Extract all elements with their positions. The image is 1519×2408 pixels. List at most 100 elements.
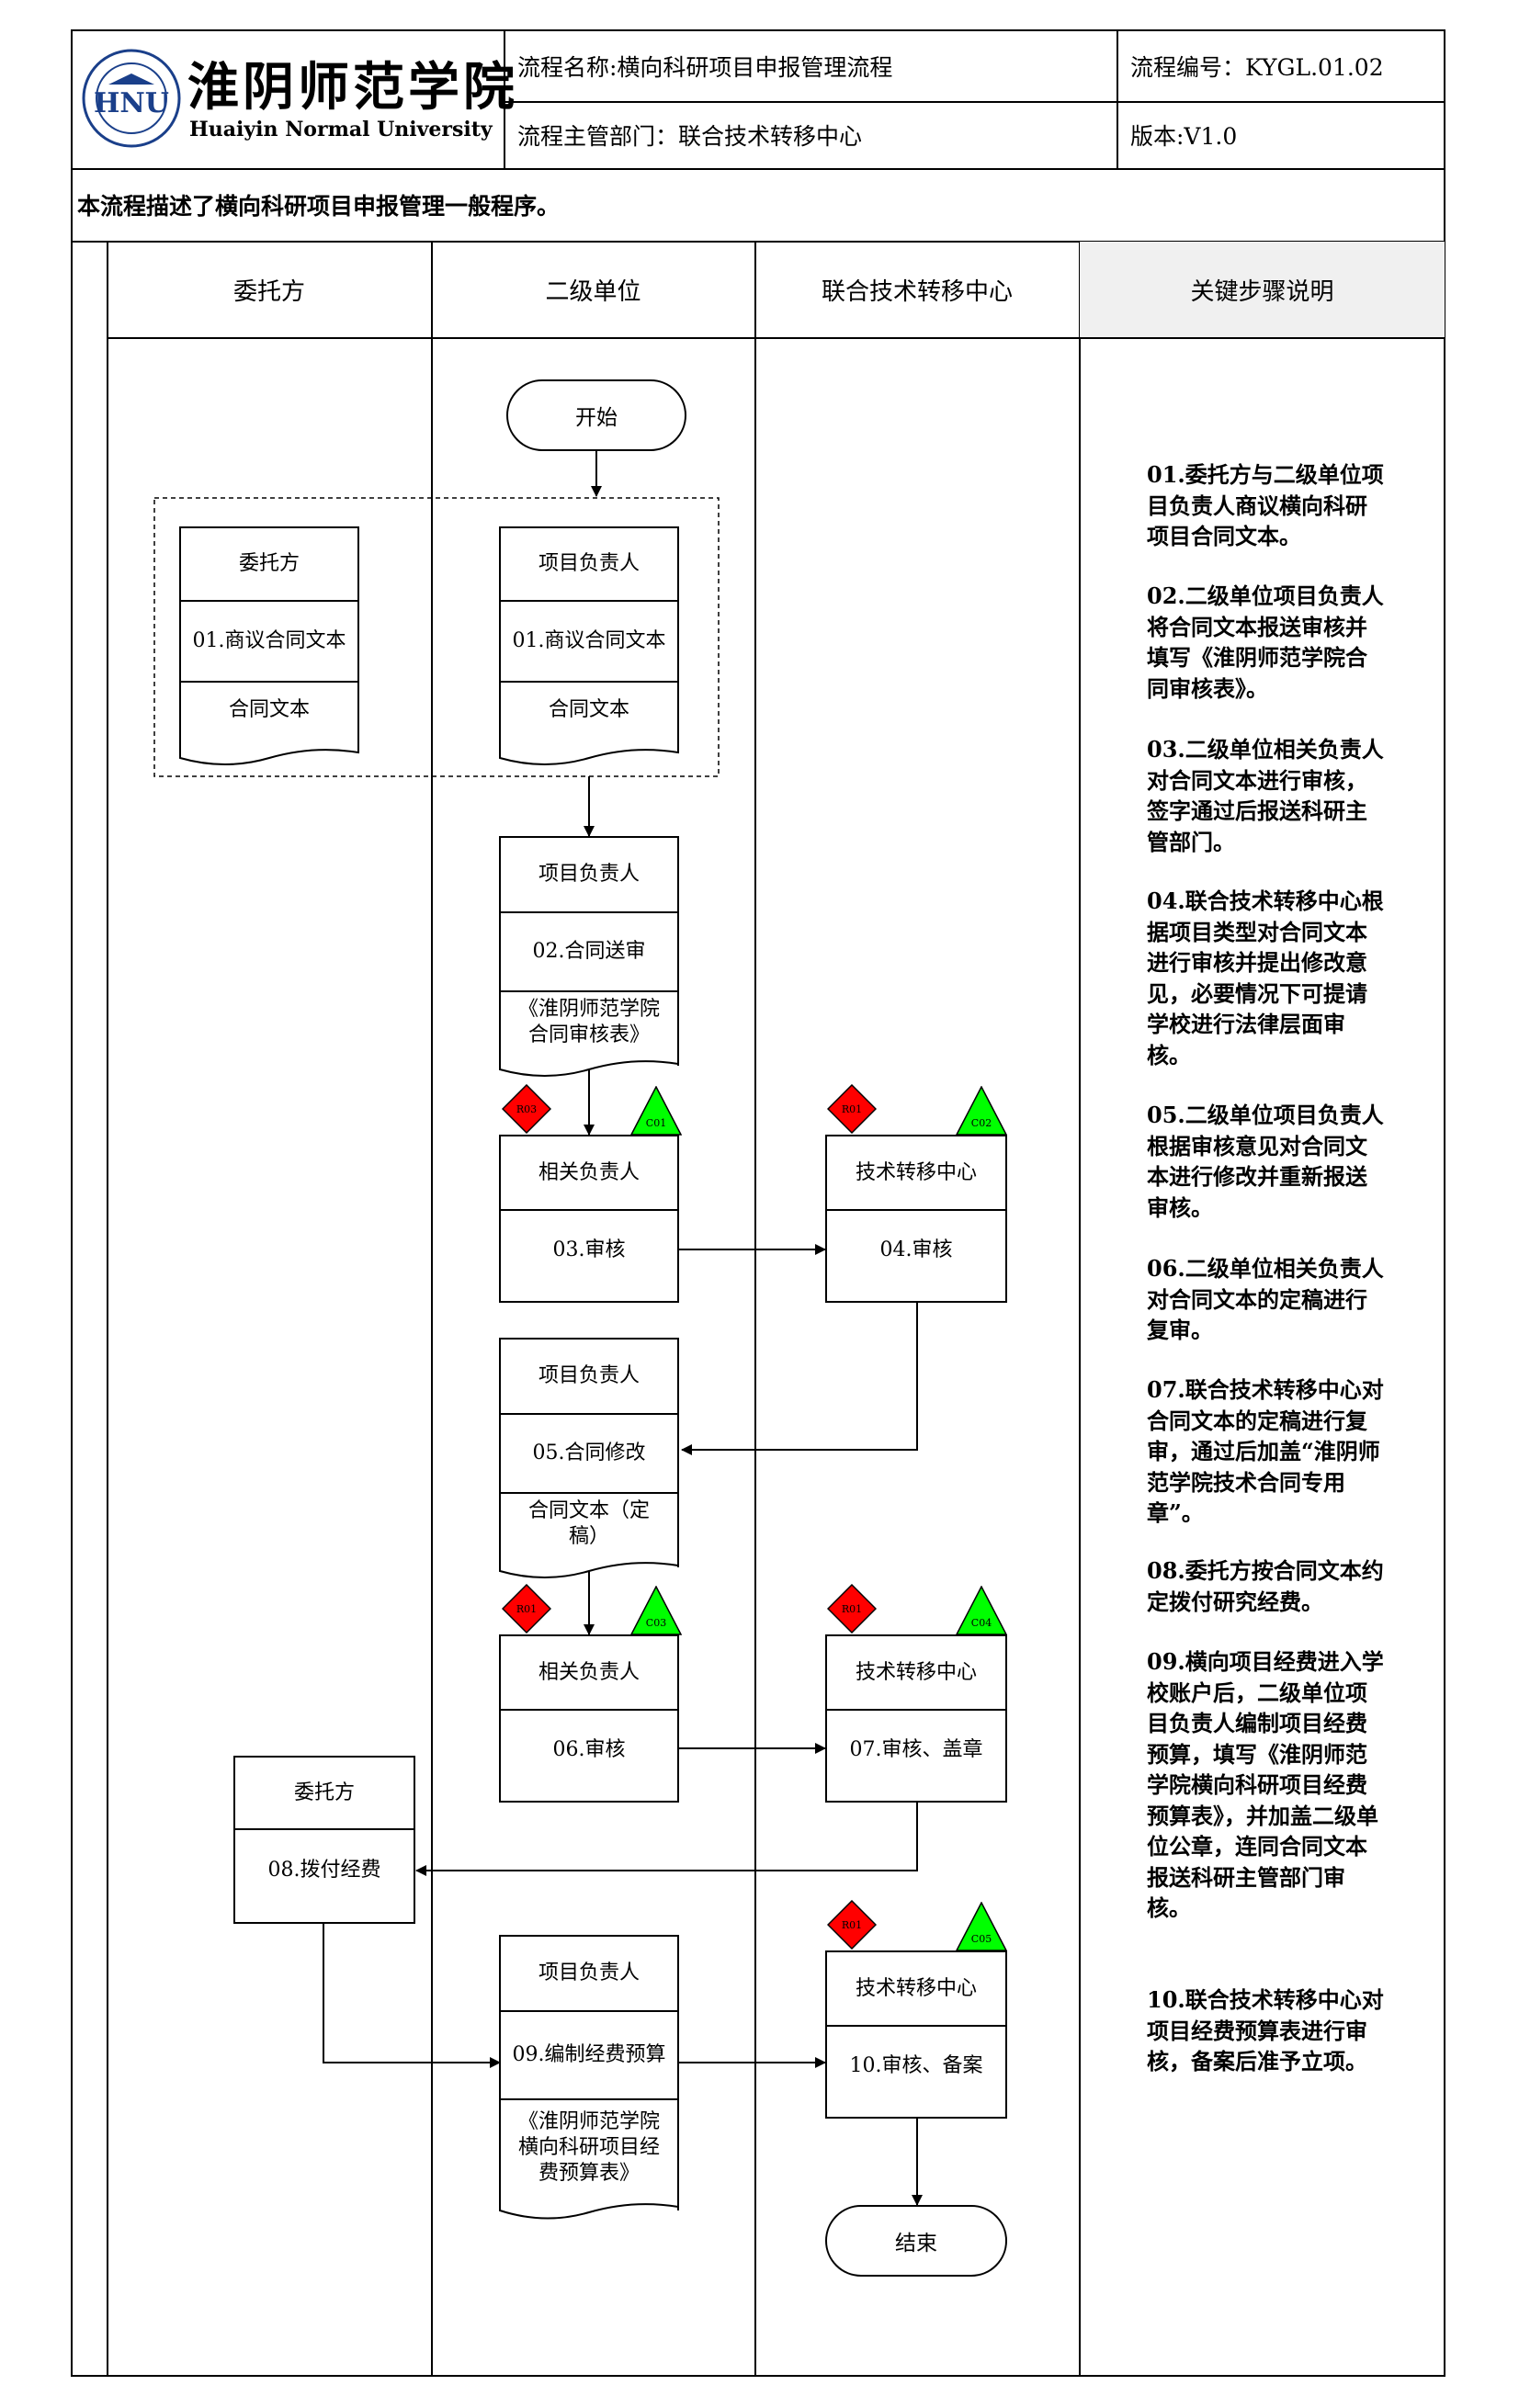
control-marker-c05: C05 xyxy=(956,1902,1007,1951)
lane-header-steps-bg xyxy=(1080,242,1445,337)
lane-header-key-steps: 关键步骤说明 xyxy=(1190,277,1334,306)
risk-marker-r01-c: R01 xyxy=(827,1584,877,1634)
start-node: 开始 xyxy=(506,379,686,451)
node-07-review-seal: 技术转移中心 07.审核、盖章 xyxy=(825,1634,1007,1803)
node-document: 《淮阴师范学院合同审核表》 xyxy=(517,998,660,1046)
control-marker-c04: C04 xyxy=(956,1586,1007,1635)
node-task: 03.审核 xyxy=(552,1238,626,1261)
header-vline-1 xyxy=(504,29,505,169)
logo-text-english: Huaiyin Normal University xyxy=(189,118,493,141)
svg-text:R01: R01 xyxy=(516,1603,537,1615)
process-version: 版本:V1.0 xyxy=(1130,123,1238,150)
svg-text:R01: R01 xyxy=(842,1919,862,1931)
logo-text-chinese: 淮阴师范学院 xyxy=(187,57,518,118)
node-task: 07.审核、盖章 xyxy=(849,1738,983,1761)
node-task: 02.合同送审 xyxy=(532,940,646,963)
doc-wave-01a xyxy=(179,741,359,765)
svg-text:R01: R01 xyxy=(842,1603,862,1615)
node-role: 项目负责人 xyxy=(538,863,640,886)
node-role: 委托方 xyxy=(238,552,300,575)
seal-badge-text: HNU xyxy=(94,87,169,119)
lane-header-secondary-unit: 二级单位 xyxy=(545,277,641,306)
node-role: 委托方 xyxy=(293,1781,355,1804)
node-document: 合同文本 xyxy=(548,698,629,721)
node-task: 09.编制经费预算 xyxy=(512,2043,666,2066)
node-03-review: 相关负责人 03.审核 xyxy=(499,1135,679,1303)
node-role: 项目负责人 xyxy=(538,1364,640,1387)
node-01-project-lead: 项目负责人 01.商议合同文本 合同文本 xyxy=(499,526,679,747)
step-09: 09.横向项目经费进入学校账户后，二级单位项目负责人编制项目经费预算，填写《淮阴… xyxy=(1147,1648,1384,1921)
lane-grid-left xyxy=(107,241,108,2377)
end-node: 结束 xyxy=(825,2205,1007,2277)
risk-marker-r01-d: R01 xyxy=(827,1900,877,1950)
node-task: 05.合同修改 xyxy=(532,1441,646,1464)
node-role: 项目负责人 xyxy=(538,1961,640,1984)
header-bottom-line xyxy=(71,168,1445,170)
svg-text:C05: C05 xyxy=(971,1933,992,1945)
process-description: 本流程描述了横向科研项目申报管理一般程序。 xyxy=(77,193,561,220)
step-01: 01.委托方与二级单位项目负责人商议横向科研项目合同文本。 xyxy=(1147,461,1384,549)
document-frame xyxy=(71,29,1445,2377)
header-mid-line xyxy=(504,101,1445,103)
lane-divider-3 xyxy=(1079,241,1081,2377)
step-10: 10.联合技术转移中心对项目经费预算表进行审核，备案后准予立项。 xyxy=(1147,1986,1384,2074)
svg-text:R03: R03 xyxy=(516,1103,537,1115)
doc-wave-09 xyxy=(499,2203,679,2220)
process-department: 流程主管部门：联合技术转移中心 xyxy=(517,123,863,150)
svg-text:C01: C01 xyxy=(646,1117,666,1129)
process-code: 流程编号：KYGL.01.02 xyxy=(1130,53,1384,81)
lane-divider-2 xyxy=(754,241,756,2377)
node-document: 合同文本（定稿） xyxy=(527,1499,650,1548)
university-seal: HNU xyxy=(82,49,181,148)
control-marker-c01: C01 xyxy=(630,1086,682,1136)
step-07: 07.联合技术转移中心对合同文本的定稿进行复审，通过后加盖“淮阴师范学院技术合同… xyxy=(1147,1376,1384,1526)
description-bottom-line xyxy=(71,241,1445,243)
node-role: 相关负责人 xyxy=(538,1660,640,1684)
node-04-review: 技术转移中心 04.审核 xyxy=(825,1135,1007,1303)
node-10-review-file: 技术转移中心 10.审核、备案 xyxy=(825,1950,1007,2119)
step-03: 03.二级单位相关负责人对合同文本进行审核，签字通过后报送科研主管部门。 xyxy=(1147,736,1384,855)
svg-text:R01: R01 xyxy=(842,1103,862,1115)
step-02: 02.二级单位项目负责人将合同文本报送审核并填写《淮阴师范学院合同审核表》。 xyxy=(1147,582,1384,702)
step-05: 05.二级单位项目负责人根据审核意见对合同文本进行修改并重新报送审核。 xyxy=(1147,1102,1384,1221)
node-09-budget: 项目负责人 09.编制经费预算 《淮阴师范学院横向科研项目经费预算表》 xyxy=(499,1935,679,2210)
svg-text:C02: C02 xyxy=(971,1117,992,1129)
node-task: 01.商议合同文本 xyxy=(512,629,666,652)
node-06-review: 相关负责人 06.审核 xyxy=(499,1634,679,1803)
node-role: 项目负责人 xyxy=(538,552,640,575)
node-task: 04.审核 xyxy=(879,1238,953,1261)
node-task: 08.拨付经费 xyxy=(267,1859,381,1882)
step-08: 08.委托方按合同文本约定拨付研究经费。 xyxy=(1147,1557,1384,1615)
svg-text:C03: C03 xyxy=(646,1617,666,1629)
node-document: 《淮阴师范学院横向科研项目经费预算表》 xyxy=(517,2110,660,2185)
node-task: 01.商议合同文本 xyxy=(192,629,346,652)
node-document: 合同文本 xyxy=(228,698,310,721)
risk-marker-r01-b: R01 xyxy=(502,1584,551,1634)
step-04: 04.联合技术转移中心根据项目类型对合同文本进行审核并提出修改意见，必要情况下可… xyxy=(1147,887,1384,1068)
lane-divider-1 xyxy=(431,241,433,2377)
node-05-contract-revise: 项目负责人 05.合同修改 合同文本（定稿） xyxy=(499,1338,679,1567)
control-marker-c02: C02 xyxy=(956,1086,1007,1136)
step-06: 06.二级单位相关负责人对合同文本的定稿进行复审。 xyxy=(1147,1255,1384,1343)
node-01-client: 委托方 01.商议合同文本 合同文本 xyxy=(179,526,359,747)
svg-text:C04: C04 xyxy=(971,1617,992,1629)
doc-wave-02 xyxy=(499,1060,679,1077)
control-marker-c03: C03 xyxy=(630,1586,682,1635)
header-vline-2 xyxy=(1117,29,1118,169)
node-task: 10.审核、备案 xyxy=(849,2054,983,2077)
node-02-contract-submit: 项目负责人 02.合同送审 《淮阴师范学院合同审核表》 xyxy=(499,836,679,1066)
node-role: 技术转移中心 xyxy=(855,1660,977,1684)
risk-marker-r03: R03 xyxy=(502,1084,551,1134)
node-role: 相关负责人 xyxy=(538,1160,640,1184)
lane-header-tech-transfer: 联合技术转移中心 xyxy=(821,277,1013,306)
lane-header-bottom-line xyxy=(107,337,1445,339)
doc-wave-05 xyxy=(499,1562,679,1578)
lane-header-client: 委托方 xyxy=(232,277,305,306)
node-role: 技术转移中心 xyxy=(855,1976,977,2000)
process-name: 流程名称:横向科研项目申报管理流程 xyxy=(517,53,893,81)
university-logo: HNU 淮阴师范学院 Huaiyin Normal University xyxy=(77,37,515,162)
node-08-fund-transfer: 委托方 08.拨付经费 xyxy=(233,1756,415,1924)
doc-wave-01b xyxy=(499,741,679,765)
node-role: 技术转移中心 xyxy=(855,1160,977,1184)
node-task: 06.审核 xyxy=(552,1738,626,1761)
